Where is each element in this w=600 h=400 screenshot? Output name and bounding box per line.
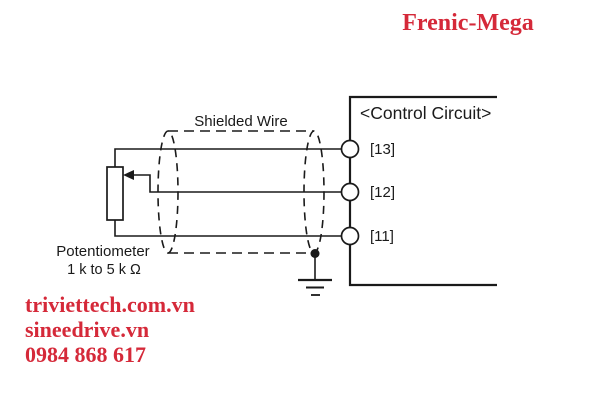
- terminal-circle-11: [340, 226, 360, 246]
- terminal-label-11: [11]: [370, 228, 394, 245]
- wire-terminal-13: [114, 148, 341, 167]
- footer-website-primary: triviettech.com.vn: [25, 292, 195, 317]
- footer-contact: triviettech.com.vn sineedrive.vn 0984 86…: [25, 292, 195, 367]
- potentiometer-range-label: 1 k to 5 k Ω: [67, 262, 141, 278]
- potentiometer-label: Potentiometer: [56, 243, 149, 260]
- potentiometer-wiper-arrow-icon: [123, 170, 134, 180]
- footer-phone: 0984 868 617: [25, 342, 146, 367]
- potentiometer-body: [106, 166, 124, 221]
- wire-terminal-12: [133, 174, 341, 193]
- footer-website-secondary: sineedrive.vn: [25, 317, 149, 342]
- potentiometer-symbol: [106, 166, 134, 221]
- terminal-label-12: [12]: [370, 184, 395, 201]
- wire-terminal-11: [114, 220, 341, 237]
- terminal-label-13: [13]: [370, 141, 395, 158]
- ground-symbol: [298, 249, 332, 296]
- terminal-circle-12: [340, 182, 360, 202]
- shielded-wire-label: Shielded Wire: [194, 113, 287, 130]
- terminal-circle-13: [340, 139, 360, 159]
- control-circuit-label: <Control Circuit>: [360, 103, 491, 123]
- brand-title: Frenic-Mega: [402, 10, 534, 36]
